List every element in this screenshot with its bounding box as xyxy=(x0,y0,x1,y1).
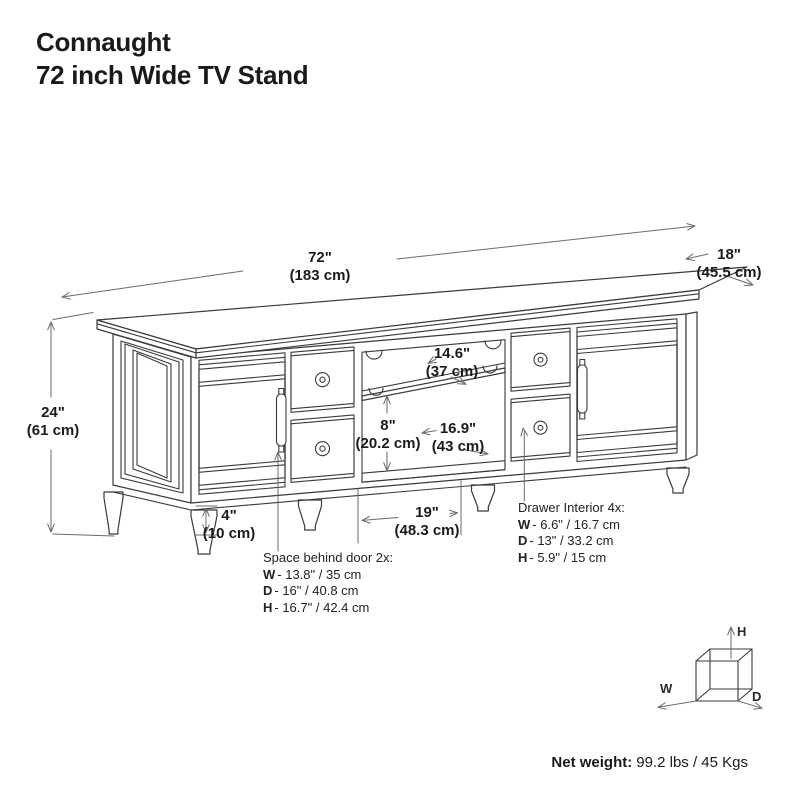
door-space-heading: Space behind door 2x: xyxy=(263,550,394,565)
net-weight-label: Net weight: xyxy=(551,754,633,771)
net-weight: Net weight:99.2 lbs / 45 Kgs xyxy=(551,754,748,771)
product-subtitle: 72 inch Wide TV Stand xyxy=(36,60,309,90)
dim-shelf-depth-label: 14.6" (37 cm) xyxy=(425,345,479,380)
dim-width-label: 72" (183 cm) xyxy=(289,249,351,284)
drawer-interior-spec: Drawer Interior 4x: W- 6.6" / 16.7 cm D-… xyxy=(518,500,625,566)
cube-axis-d-label: D xyxy=(752,689,762,704)
spec-row: W- 6.6" / 16.7 cm xyxy=(518,516,620,532)
cube-axis-w-label: W xyxy=(660,681,673,696)
spec-row: H- 16.7" / 42.4 cm xyxy=(263,599,370,615)
spec-row: H- 5.9" / 15 cm xyxy=(518,549,607,565)
net-weight-value: 99.2 lbs / 45 Kgs xyxy=(636,754,748,771)
dim-height-label: 24" (61 cm) xyxy=(26,404,80,439)
dim-depth-label: 18" (45.5 cm) xyxy=(696,246,762,281)
dim-opening-width-label: 16.9" (43 cm) xyxy=(431,420,485,455)
door-space-spec: Space behind door 2x: W- 13.8" / 35 cm D… xyxy=(263,550,393,616)
page-title: Connaught 72 inch Wide TV Stand xyxy=(36,26,309,92)
drawer-interior-heading: Drawer Interior 4x: xyxy=(518,500,625,515)
spec-row: D- 13" / 33.2 cm xyxy=(518,533,614,548)
spec-row: D- 16" / 40.8 cm xyxy=(263,583,359,598)
dim-shelf-height-label: 8" (20.2 cm) xyxy=(355,417,421,452)
spec-row: W- 13.8" / 35 cm xyxy=(263,566,362,582)
cube-axis-h-label: H xyxy=(737,624,747,639)
dim-leg-height-label: 4" (10 cm) xyxy=(202,507,256,542)
dim-leg-span-label: 19" (48.3 cm) xyxy=(394,504,460,539)
product-name: Connaught xyxy=(36,27,171,57)
